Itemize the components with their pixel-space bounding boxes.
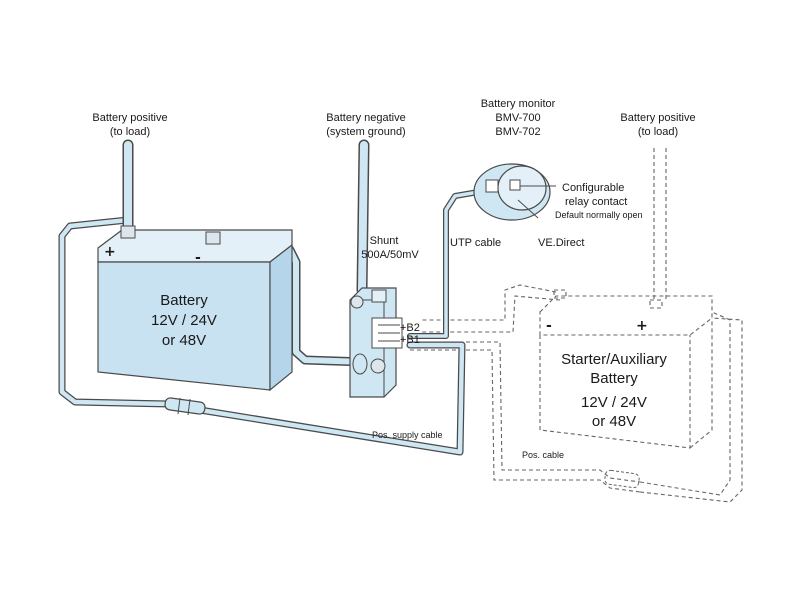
aux-battery-minus: - [546,318,552,334]
aux-positive-terminal [649,299,663,309]
main-battery-plus: + [104,244,116,260]
aux-battery-voltage: 12V / 24V [581,394,647,411]
main-positive-terminal [120,225,136,239]
label-configurable: Configurable [562,182,624,194]
label-shunt: Shunt [370,235,399,247]
aux-positive-load-cable [653,148,667,300]
aux-right-loop-cable [639,311,743,503]
aux-battery-voltage-alt: or 48V [592,413,636,430]
label-b2: +B2 [400,322,420,334]
aux-negative-terminal [553,289,567,299]
aux-pos-cable [410,341,641,493]
label-system-ground: (system ground) [326,126,405,138]
aux-battery-outline [539,295,713,449]
aux-battery-text: - + Starter/Auxiliary Battery 12V / 24V … [546,318,667,430]
label-battery-monitor: Battery monitor [481,98,556,110]
aux-inline-fuse [604,469,640,489]
main-battery-minus: - [195,250,201,266]
label-battery-negative: Battery negative [326,112,406,124]
label-utp-cable: UTP cable [450,237,501,249]
main-battery-voltage-alt: or 48V [162,332,206,349]
aux-negative-cable [420,284,561,333]
labels: Battery positive (to load) Battery negat… [92,98,695,460]
label-default-normally-open: Default normally open [555,210,643,220]
aux-battery-name-2: Battery [590,370,638,387]
label-to-load-right: (to load) [638,126,678,138]
label-b1: +B1 [400,334,420,346]
main-battery-name: Battery [160,292,208,309]
label-battery-positive-left: Battery positive [92,112,167,124]
label-pos-cable: Pos. cable [522,450,564,460]
label-to-load-left: (to load) [110,126,150,138]
label-shunt-rating: 500A/50mV [361,249,419,261]
main-battery-voltage: 12V / 24V [151,312,217,329]
aux-battery-plus: + [636,318,648,334]
main-negative-terminal [205,231,221,245]
main-battery: + - Battery 12V / 24V or 48V [97,225,293,392]
label-relay-contact: relay contact [565,196,627,208]
label-battery-positive-right: Battery positive [620,112,695,124]
utp-cable [407,187,493,339]
inline-fuse [164,397,206,416]
aux-battery-name: Starter/Auxiliary [561,351,667,368]
label-pos-supply-cable: Pos. supply cable [372,430,443,440]
shunt [349,287,403,398]
label-bmv-702: BMV-702 [495,126,540,138]
battery-monitor [473,163,556,221]
label-ve-direct: VE.Direct [538,237,584,249]
label-bmv-700: BMV-700 [495,112,540,124]
